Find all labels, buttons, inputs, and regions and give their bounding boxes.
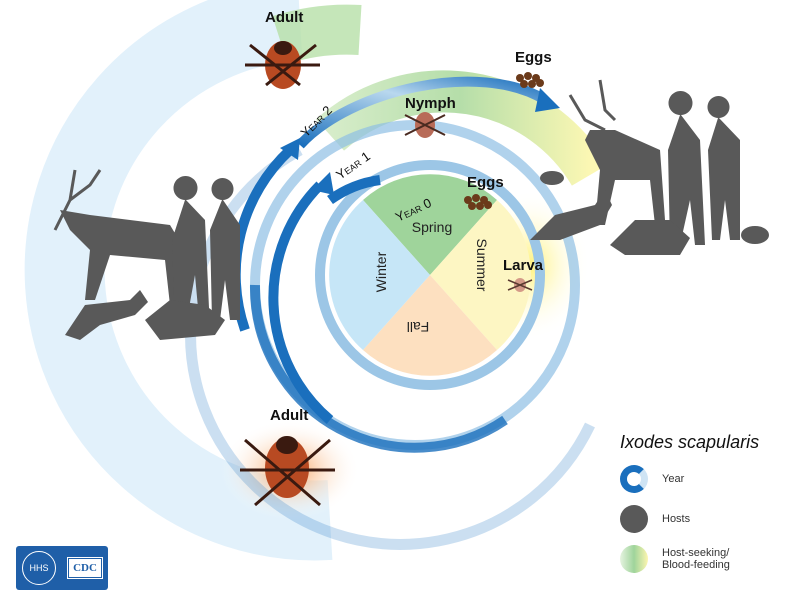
person-left-1-icon	[172, 176, 210, 330]
deer-left-icon	[60, 210, 185, 305]
nymph-label: Nymph	[405, 95, 456, 112]
year2-arrowhead-icon	[535, 88, 560, 112]
spring-label: Spring	[412, 219, 452, 235]
person-left-2-icon	[210, 178, 240, 320]
hosts-right-group	[530, 79, 769, 255]
fox-right-icon	[530, 190, 612, 240]
nymph-tick-icon	[404, 112, 446, 138]
bird-icon	[540, 171, 564, 185]
adult-top-label: Adult	[265, 9, 303, 26]
year1-label: Year 1	[333, 148, 373, 182]
legend-item-host-seeking: Host-seeking/ Blood-feeding	[620, 545, 795, 573]
year1-arrow	[268, 181, 334, 424]
year2-left-arrowhead-icon	[280, 138, 300, 160]
adult-tick-top-icon	[245, 41, 320, 89]
adult-tick-bottom-icon	[240, 436, 335, 507]
year-arrow-icon	[620, 465, 648, 493]
adult-bottom-label: Adult	[270, 407, 308, 424]
nymph-feeding-band	[315, 70, 609, 187]
year0-ring[interactable]	[315, 160, 545, 390]
summer-label: Summer	[474, 239, 490, 292]
larva-label: Larva	[503, 257, 544, 274]
year1-arrowhead-icon	[312, 172, 334, 195]
host-seeking-band-year2	[24, 0, 333, 561]
legend-item-hosts: Hosts	[620, 505, 795, 533]
year2-arrow[interactable]	[296, 76, 548, 149]
season-fall	[363, 275, 497, 376]
person-right-2-icon	[707, 96, 740, 240]
year0-arrow	[327, 175, 381, 205]
fall-label: Fall	[407, 319, 430, 335]
adult-feeding-band	[272, 4, 362, 64]
eggs-inner-label: Eggs	[467, 174, 504, 191]
larva-tick-icon	[507, 278, 533, 292]
host-seeking-icon	[620, 545, 648, 573]
hosts-icon	[620, 505, 648, 533]
fox-left-icon	[65, 290, 148, 340]
raccoon-left-icon	[145, 300, 225, 340]
cdc-logo-text: CDC	[67, 557, 103, 579]
cdc-logo[interactable]: HHS CDC	[16, 546, 108, 590]
hosts-left-group	[53, 169, 240, 340]
season-winter	[329, 200, 430, 350]
raccoon-right-icon	[610, 220, 690, 255]
person-right-1-icon	[668, 91, 705, 245]
eggs-inner-icon	[464, 194, 492, 210]
year1-lower-arc	[249, 284, 508, 453]
hhs-seal-icon: HHS	[22, 551, 57, 585]
season-spring	[363, 174, 497, 275]
legend-label-hosts: Hosts	[662, 513, 691, 525]
eggs-top-label: Eggs	[515, 49, 552, 66]
eggs-top-icon	[516, 72, 544, 88]
legend-title: Ixodes scapularis	[620, 432, 760, 452]
deer-antlers-right-icon	[568, 79, 617, 132]
legend: Ixodes scapularis Year Hosts Host-seekin…	[620, 432, 795, 585]
legend-label-year: Year	[662, 473, 685, 485]
legend-item-year: Year	[620, 465, 795, 493]
mouse-icon	[741, 226, 769, 244]
season-summer	[430, 200, 531, 350]
winter-label: Winter	[373, 251, 389, 292]
deer-antlers-icon	[53, 169, 102, 231]
legend-label-host-seeking: Host-seeking/ Blood-feeding	[662, 547, 730, 571]
